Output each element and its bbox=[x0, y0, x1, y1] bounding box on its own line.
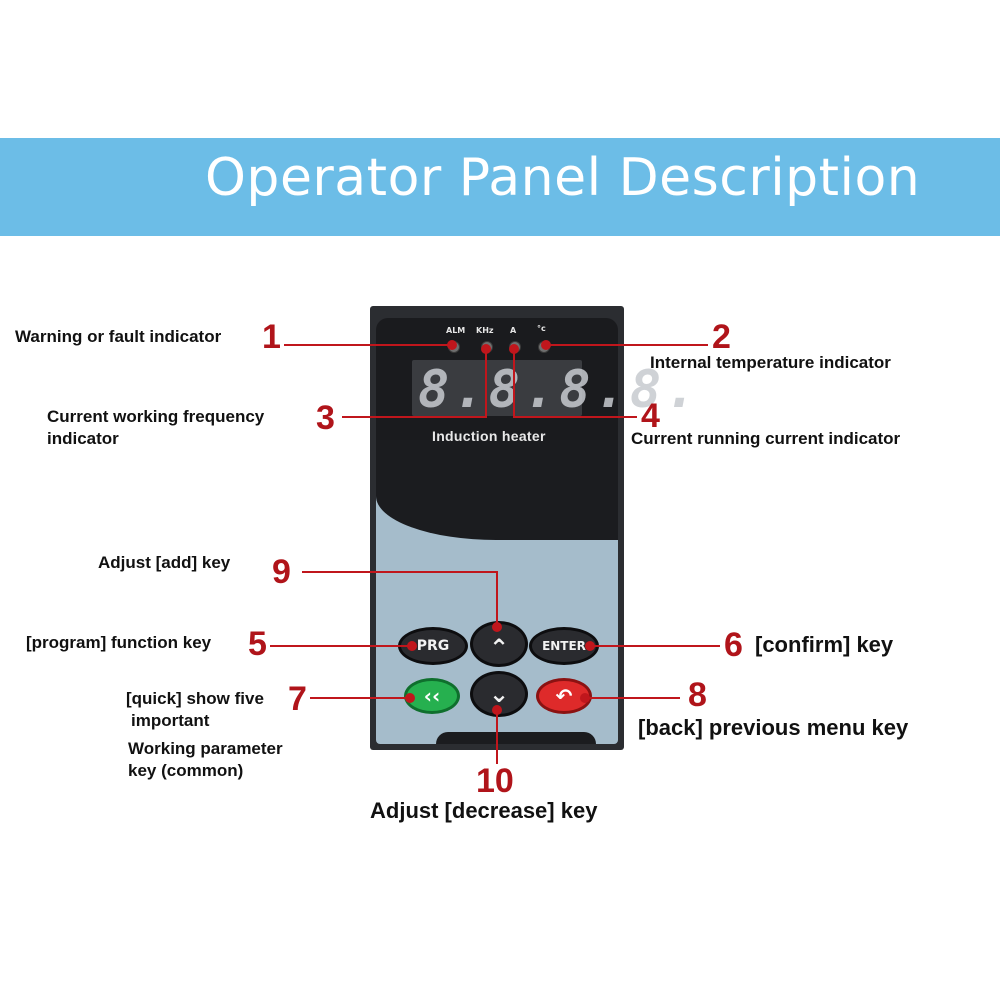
callout-3-number: 3 bbox=[316, 399, 335, 437]
chevron-up-icon: ⌃ bbox=[488, 634, 510, 662]
callout-8-dot bbox=[580, 693, 590, 703]
callout-4-line-h bbox=[513, 416, 637, 418]
callout-2-label: Internal temperature indicator bbox=[650, 353, 891, 372]
callout-9-label: Adjust [add] key bbox=[98, 553, 231, 572]
callout-9-line-h bbox=[302, 571, 498, 573]
callout-7-dot bbox=[405, 693, 415, 703]
callout-2-line bbox=[548, 344, 708, 346]
callout-5-dot bbox=[407, 641, 417, 651]
brand-label: Induction heater bbox=[432, 428, 546, 444]
callout-3-dot bbox=[481, 344, 491, 354]
indicator-label-alm: ALM bbox=[446, 326, 466, 335]
callout-9-line-v bbox=[496, 571, 498, 625]
callout-3-line-h bbox=[342, 416, 487, 418]
callout-2-dot bbox=[541, 340, 551, 350]
callout-6-label: [confirm] key bbox=[755, 632, 894, 657]
callout-10-number: 10 bbox=[476, 762, 514, 800]
panel-display-curve bbox=[376, 440, 618, 540]
callout-4-line-v bbox=[513, 350, 515, 418]
callout-6-line bbox=[592, 645, 720, 647]
callout-2-number: 2 bbox=[712, 318, 731, 356]
callout-7-number: 7 bbox=[288, 680, 307, 718]
callout-1-dot bbox=[447, 340, 457, 350]
indicator-label-temp: °c bbox=[537, 324, 546, 333]
callout-5-number: 5 bbox=[248, 625, 267, 663]
back-arrow-icon: ↶ bbox=[555, 684, 573, 708]
callout-1-label: Warning or fault indicator bbox=[15, 327, 222, 346]
callout-3-line-v bbox=[485, 350, 487, 418]
callout-6-number: 6 bbox=[724, 626, 743, 664]
callout-3-label-line1: Current working frequency bbox=[47, 407, 265, 426]
callout-8-label: [back] previous menu key bbox=[638, 715, 909, 740]
callout-7-label-line2: important bbox=[131, 711, 210, 730]
callout-9-number: 9 bbox=[272, 553, 291, 591]
callout-4-label: Current running current indicator bbox=[631, 429, 901, 448]
callout-7-label-line3: Working parameter bbox=[128, 739, 283, 758]
callout-8-number: 8 bbox=[688, 676, 707, 714]
callout-5-line bbox=[270, 645, 412, 647]
callout-8-line bbox=[588, 697, 680, 699]
back-key[interactable]: ↶ bbox=[536, 678, 592, 714]
display-digits: 8.8.8.8. bbox=[418, 360, 701, 420]
callout-10-line bbox=[496, 712, 498, 764]
callout-7-label-line1: [quick] show five bbox=[126, 689, 264, 708]
chevron-down-icon: ⌄ bbox=[488, 680, 510, 708]
callout-1-number: 1 bbox=[262, 318, 281, 356]
indicator-label-khz: KHz bbox=[476, 326, 494, 335]
indicator-label-a: A bbox=[510, 326, 517, 335]
callout-7-label-line4: key (common) bbox=[128, 761, 244, 780]
callout-6-dot bbox=[585, 641, 595, 651]
callout-7-line bbox=[310, 697, 410, 699]
callout-10-label: Adjust [decrease] key bbox=[370, 798, 598, 823]
callout-1-line bbox=[284, 344, 450, 346]
callout-5-label: [program] function key bbox=[26, 633, 212, 652]
panel-bottom-shadow bbox=[436, 732, 596, 744]
seven-segment-display bbox=[412, 360, 582, 416]
callout-4-number: 4 bbox=[641, 397, 660, 435]
up-key[interactable]: ⌃ bbox=[470, 621, 528, 667]
callout-10-dot bbox=[492, 705, 502, 715]
page-title: Operator Panel Description bbox=[205, 148, 921, 208]
callout-4-dot bbox=[509, 344, 519, 354]
prg-key-label: PRG bbox=[416, 638, 450, 654]
enter-key-label: ENTER bbox=[542, 639, 586, 653]
quick-key[interactable]: ‹‹ bbox=[404, 678, 460, 714]
double-chevron-left-icon: ‹‹ bbox=[423, 684, 441, 708]
title-banner bbox=[0, 138, 1000, 236]
callout-9-dot bbox=[492, 622, 502, 632]
callout-3-label-line2: indicator bbox=[47, 429, 119, 448]
